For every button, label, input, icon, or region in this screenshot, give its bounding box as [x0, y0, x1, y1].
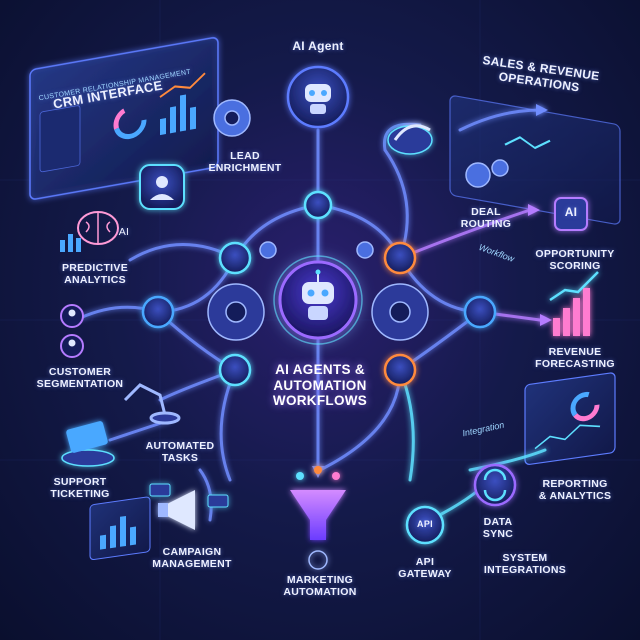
reporting-panel	[524, 372, 616, 465]
lead-enrichment-label: LEAD ENRICHMENT	[208, 150, 282, 175]
ai-badge-icon	[554, 197, 588, 231]
customer-segmentation-label: CUSTOMER SEGMENTATION	[36, 366, 124, 391]
user-icon	[60, 304, 84, 358]
sales-panel	[449, 95, 621, 225]
ticket-icon	[61, 421, 115, 467]
campaign-management-label: CAMPAIGN MANAGEMENT	[152, 546, 232, 571]
revenue-forecasting-label: REVENUE FORECASTING	[535, 346, 615, 371]
megaphone-icon	[149, 483, 229, 530]
gear-node-orange-top	[383, 241, 417, 275]
ai-small-label: AI	[118, 226, 130, 238]
data-sync-label: DATA SYNC	[482, 516, 514, 541]
api-gateway-label: API GATEWAY	[398, 556, 452, 581]
marketing-automation-label: MARKETING AUTOMATION	[283, 574, 357, 599]
sync-icon	[473, 463, 517, 507]
ai-agent-title: AI Agent	[292, 39, 344, 53]
center-title: AI AGENTS & AUTOMATION WORKFLOWS	[272, 362, 368, 409]
campaign-panel	[89, 496, 151, 560]
step-nodes	[141, 190, 497, 387]
lead-enrichment-icon	[139, 164, 185, 210]
chart-node	[141, 295, 175, 329]
link-node	[303, 190, 333, 220]
reporting-analytics-label: REPORTING & ANALYTICS	[538, 478, 612, 503]
brain-icon	[60, 211, 119, 252]
api-gateway-node	[405, 505, 445, 545]
opportunity-scoring-label: OPPORTUNITY SCORING	[535, 248, 615, 273]
brain-node	[218, 241, 252, 275]
crm-panel	[29, 37, 219, 200]
robot-arm-icon	[123, 383, 181, 425]
chart-icon	[549, 271, 599, 336]
gear-node-orange-bottom	[383, 353, 417, 387]
support-ticketing-label: SUPPORT TICKETING	[50, 476, 110, 501]
deal-routing-icon	[387, 124, 433, 155]
automated-tasks-label: AUTOMATED TASKS	[145, 440, 215, 465]
workflow-node	[463, 295, 497, 329]
system-integrations-label: SYSTEM INTEGRATIONS	[483, 552, 567, 577]
deal-routing-label: DEAL ROUTING	[460, 206, 512, 231]
gear-icon	[207, 99, 509, 341]
api-badge-text: API	[417, 519, 433, 529]
hierarchy-node	[218, 353, 252, 387]
funnel-icon	[290, 466, 346, 570]
ai-badge-text: AI	[564, 205, 578, 219]
predictive-analytics-label: PREDICTIVE ANALYTICS	[61, 262, 128, 287]
robot-icon	[302, 269, 334, 320]
robot-icon	[305, 84, 331, 114]
